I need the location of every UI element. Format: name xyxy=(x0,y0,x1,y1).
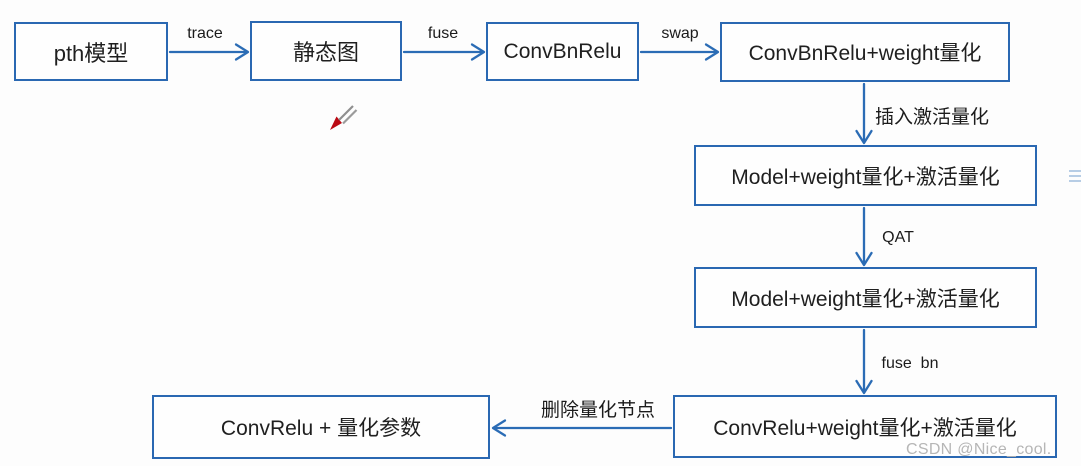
arrow-fuse-bn xyxy=(855,328,873,395)
arrow-qat xyxy=(855,206,873,267)
node-model-weight-activation-quant-2: Model+weight量化+激活量化 xyxy=(694,267,1037,328)
arrow-swap xyxy=(639,43,720,61)
node-static-graph: 静态图 xyxy=(250,21,402,81)
node-model-weight-activation-quant-1: Model+weight量化+激活量化 xyxy=(694,145,1037,206)
edge-label-insert-activation-quant: 插入激活量化 xyxy=(875,107,990,128)
edge-label-fuse-bn: fuse bn xyxy=(881,355,939,372)
node-convbnrelu: ConvBnRelu xyxy=(486,22,639,81)
edge-label-delete-quant-nodes: 删除量化节点 xyxy=(540,400,656,421)
arrow-insert-activation-quant xyxy=(855,82,873,145)
edge-label-fuse: fuse xyxy=(427,25,459,42)
node-convbnrelu-weight-quant: ConvBnRelu+weight量化 xyxy=(720,22,1010,82)
arrow-fuse xyxy=(402,43,486,61)
edge-label-trace: trace xyxy=(187,25,223,42)
pen-cursor-icon xyxy=(330,105,358,130)
arrow-delete-quant-nodes xyxy=(491,419,673,437)
node-convrelu-weight-activation-quant: ConvRelu+weight量化+激活量化 xyxy=(673,395,1057,458)
edge-label-qat: QAT xyxy=(882,229,914,246)
node-pth-model: pth模型 xyxy=(14,22,168,81)
list-lines-icon xyxy=(1069,170,1081,185)
node-convrelu-quant-params: ConvRelu + 量化参数 xyxy=(152,395,490,459)
csdn-watermark: CSDN @Nice_cool. xyxy=(906,441,1052,458)
arrow-trace xyxy=(168,43,250,61)
edge-label-swap: swap xyxy=(661,25,699,42)
